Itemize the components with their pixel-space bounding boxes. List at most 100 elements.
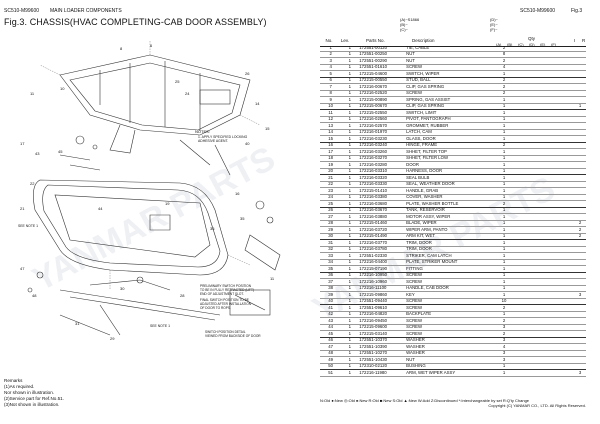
table-cell (530, 109, 542, 117)
table-cell (562, 233, 575, 240)
table-cell (519, 161, 531, 169)
table-cell (519, 129, 531, 136)
table-cell: 1 (498, 155, 510, 162)
table-cell (530, 148, 542, 156)
table-cell (530, 304, 542, 312)
table-cell: 172216-03310 (358, 168, 406, 175)
table-cell (509, 122, 520, 130)
table-cell (562, 142, 575, 149)
table-cell (519, 57, 531, 65)
table-cell: 25 (320, 200, 342, 208)
table-cell: SCREW (405, 298, 499, 305)
table-cell (574, 252, 586, 260)
table-cell: 2 (574, 226, 586, 234)
table-cell (574, 298, 586, 305)
svg-text:ADHESIVE AGENT.: ADHESIVE AGENT. (198, 139, 228, 143)
table-cell: 1 (341, 363, 359, 370)
table-cell (509, 330, 520, 338)
table-cell: 21 (320, 174, 342, 182)
table-cell (562, 291, 575, 299)
table-cell (530, 330, 542, 338)
svg-text:1. APPLY SPECIFIED LOCKING: 1. APPLY SPECIFIED LOCKING (198, 135, 248, 139)
table-cell (574, 161, 586, 169)
table-cell (519, 291, 531, 299)
table-cell: 1 (341, 324, 359, 331)
table-cell: 172215-00550 (358, 77, 406, 84)
table-cell (519, 116, 531, 123)
table-cell (562, 252, 575, 260)
table-cell (519, 363, 531, 370)
table-cell (551, 168, 563, 175)
table-cell (509, 356, 520, 364)
table-cell: 40 (320, 298, 342, 305)
table-cell: 36 (320, 272, 342, 279)
table-cell (562, 246, 575, 253)
table-cell (541, 90, 552, 97)
table-cell (509, 363, 520, 370)
table-cell (530, 298, 542, 305)
table-cell (530, 168, 542, 175)
table-cell (519, 64, 531, 71)
legend: N:Old ●:New ◎:Old ●:New R:Old ■:New S:Ol… (320, 398, 530, 403)
table-cell: 172551-10430 (358, 356, 406, 364)
svg-text:31: 31 (75, 321, 80, 326)
table-cell: HANDLE, GRAB (405, 187, 499, 195)
table-cell (541, 220, 552, 227)
table-cell (530, 291, 542, 299)
table-cell (530, 239, 542, 247)
table-cell (551, 246, 563, 253)
table-cell: WIPER ARM, PANTO (405, 226, 499, 234)
table-cell: 1 (498, 239, 510, 247)
table-cell: 1 (341, 278, 359, 286)
table-cell: 3 (574, 291, 586, 299)
table-cell (551, 194, 563, 201)
svg-text:17: 17 (20, 141, 25, 146)
table-cell: 1 (498, 272, 510, 279)
table-cell (530, 77, 542, 84)
table-cell: 1 (341, 285, 359, 292)
svg-text:29: 29 (110, 336, 115, 341)
table-cell (551, 343, 563, 351)
table-cell (519, 51, 531, 58)
table-cell (509, 135, 520, 143)
table-cell (530, 174, 542, 182)
table-cell: 172216-11980 (358, 369, 406, 377)
table-cell (519, 70, 531, 78)
table-cell (551, 174, 563, 182)
table-cell: 2 (498, 142, 510, 149)
serial-ranges: (A)~S1866 (B)~ (C)~ (400, 17, 420, 32)
svg-text:22: 22 (30, 181, 35, 186)
table-cell: TIE, CABLE (405, 45, 499, 52)
table-cell (574, 239, 586, 247)
table-cell (562, 77, 575, 84)
table-cell (562, 83, 575, 91)
table-cell (509, 142, 520, 149)
table-cell (519, 233, 531, 240)
table-cell: 1 (498, 103, 510, 110)
table-cell: 1 (498, 220, 510, 227)
table-cell: 1 (341, 174, 359, 182)
svg-text:28: 28 (180, 293, 185, 298)
table-cell: 1 (498, 285, 510, 292)
table-cell (541, 194, 552, 201)
svg-text:SWITCH POSITION DETAIL: SWITCH POSITION DETAIL (205, 330, 246, 334)
table-cell: 172216-03680 (358, 200, 406, 208)
table-cell: 1 (341, 239, 359, 247)
table-cell (562, 90, 575, 97)
table-cell (519, 135, 531, 143)
table-cell (562, 363, 575, 370)
table-cell: 172216-09450 (358, 317, 406, 325)
table-cell (541, 285, 552, 292)
table-cell (519, 272, 531, 279)
table-cell: 172551-09440 (358, 298, 406, 305)
table-cell (551, 51, 563, 58)
table-cell: 1 (341, 194, 359, 201)
table-cell: 1 (341, 356, 359, 364)
